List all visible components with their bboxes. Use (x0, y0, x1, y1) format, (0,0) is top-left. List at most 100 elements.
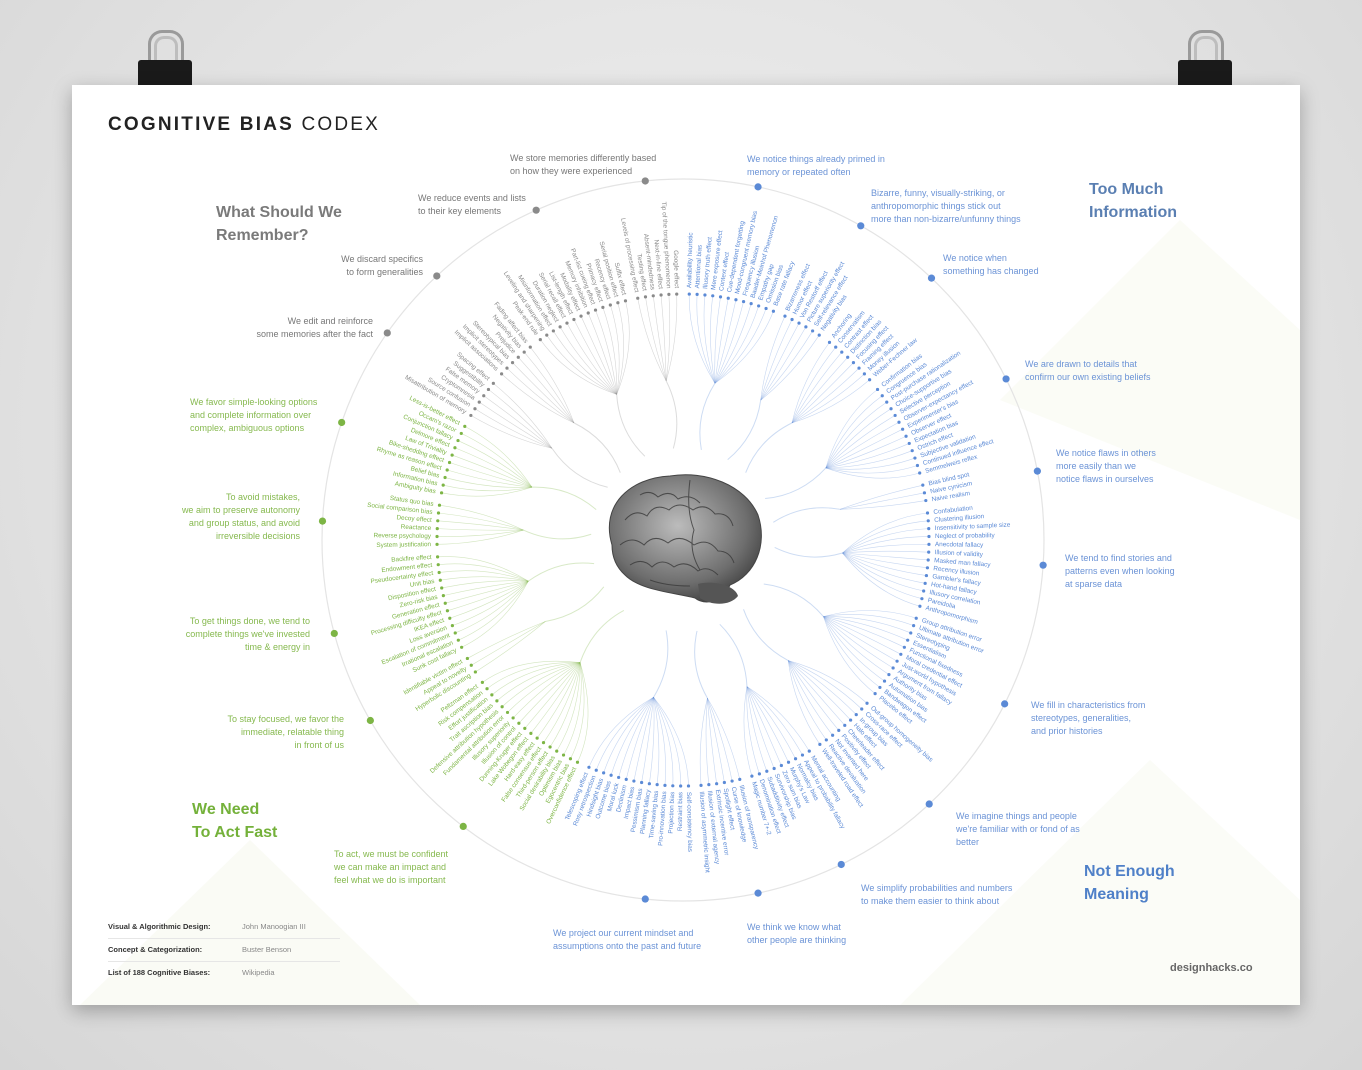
bias-connector (437, 520, 524, 531)
bias-dot (477, 400, 481, 404)
bias-connector (496, 662, 581, 702)
bias-dot (579, 314, 583, 318)
bias-dot (601, 305, 605, 310)
bias-connector (842, 536, 929, 554)
bias-dot (897, 420, 901, 424)
annotation-line: something has changed (943, 266, 1039, 276)
heading-line: Remember? (216, 227, 309, 244)
bias-connector (839, 484, 923, 510)
bias-connector (437, 556, 529, 582)
group-connector (765, 467, 827, 500)
bias-connector (825, 467, 920, 479)
bias-dot (473, 407, 477, 411)
credit-row: Concept & Categorization:Buster Benson (108, 939, 340, 962)
bias-dot (437, 503, 442, 507)
group-dot (1002, 375, 1010, 383)
annotation-line: Bizarre, funny, visually-striking, or (871, 188, 1005, 198)
bias-label: Insensitivity to sample size (935, 522, 1011, 533)
bias-connector (618, 697, 654, 778)
bias-label: Unit bias (409, 578, 435, 589)
bias-label: Backfire effect (391, 554, 432, 564)
annotation-line: and complete information over (190, 410, 312, 420)
credit-row: Visual & Algorithmic Design:John Manoogi… (108, 916, 340, 939)
bias-dot (485, 687, 489, 691)
site-link[interactable]: designhacks.co (1170, 962, 1253, 974)
bias-dot (435, 534, 439, 539)
bias-connector (512, 662, 581, 719)
bias-connector (461, 433, 533, 488)
group-dot (754, 889, 762, 897)
bias-connector (441, 486, 533, 497)
bias-connector (464, 426, 533, 488)
bias-dot (436, 511, 441, 515)
bias-dot (529, 731, 533, 735)
bias-connector (714, 308, 767, 384)
bias-connector (633, 697, 654, 782)
group-dot (754, 183, 762, 191)
bias-connector (791, 351, 843, 424)
bias-dot (463, 424, 467, 429)
bias-connector (760, 322, 800, 401)
bias-dot (663, 783, 667, 787)
bias-dot (450, 453, 454, 457)
bias-dot (551, 329, 555, 333)
bias-connector (438, 563, 529, 582)
bias-connector (653, 697, 689, 786)
brain-icon (608, 474, 762, 604)
bias-dot (913, 456, 917, 460)
bias-connector (443, 484, 533, 492)
bias-connector (707, 698, 733, 782)
bias-connector (746, 686, 796, 759)
bias-dot (738, 777, 742, 781)
bias-connector (825, 401, 887, 469)
bias-connector (665, 294, 678, 381)
annotation-line: We tend to find stories and (1065, 553, 1172, 563)
bias-connector (787, 660, 845, 726)
heading-line: Too Much (1089, 181, 1164, 198)
bias-connector (603, 697, 654, 773)
credits: Visual & Algorithmic Design:John Manoogi… (108, 916, 340, 984)
bias-dot (910, 449, 914, 453)
annotation-line: stereotypes, generalities, (1031, 713, 1132, 723)
annotation-line: We fill in characteristics from (1031, 700, 1146, 710)
bias-connector (842, 543, 929, 554)
bias-connector (653, 697, 660, 785)
poster-title: COGNITIVE BIAS CODEX (108, 114, 380, 136)
annotation-line: assumptions onto the past and future (553, 941, 702, 951)
bias-dot (445, 468, 449, 472)
bias-connector (842, 552, 926, 584)
bias-dot (715, 782, 719, 786)
bias-label: Attentional bias (694, 245, 703, 289)
bias-connector (470, 415, 552, 449)
bias-dot (441, 483, 445, 487)
bias-dot (909, 631, 913, 635)
bias-label: Confabulation (933, 505, 973, 516)
bias-connector (439, 570, 529, 582)
bias-dot (927, 550, 931, 554)
bias-dot (545, 333, 549, 337)
bias-connector (610, 697, 654, 776)
bias-dot (655, 783, 659, 787)
bias-label: Google effect (672, 250, 680, 288)
credit-value: Wikipedia (242, 968, 275, 977)
bias-dot (517, 721, 521, 725)
bias-connector (479, 401, 553, 449)
bias-dot (923, 581, 927, 585)
group-dot (338, 418, 346, 427)
bias-dot (804, 325, 808, 329)
bias-connector (493, 383, 553, 449)
bias-dot (891, 666, 895, 670)
bias-connector (486, 662, 581, 689)
bias-connector (823, 616, 876, 694)
bias-connector (710, 295, 716, 384)
bias-dot (636, 296, 640, 300)
group-connector (763, 583, 824, 617)
bias-connector (842, 552, 929, 561)
bias-dot (505, 710, 510, 715)
annotation-line: at sparse data (1065, 579, 1123, 589)
